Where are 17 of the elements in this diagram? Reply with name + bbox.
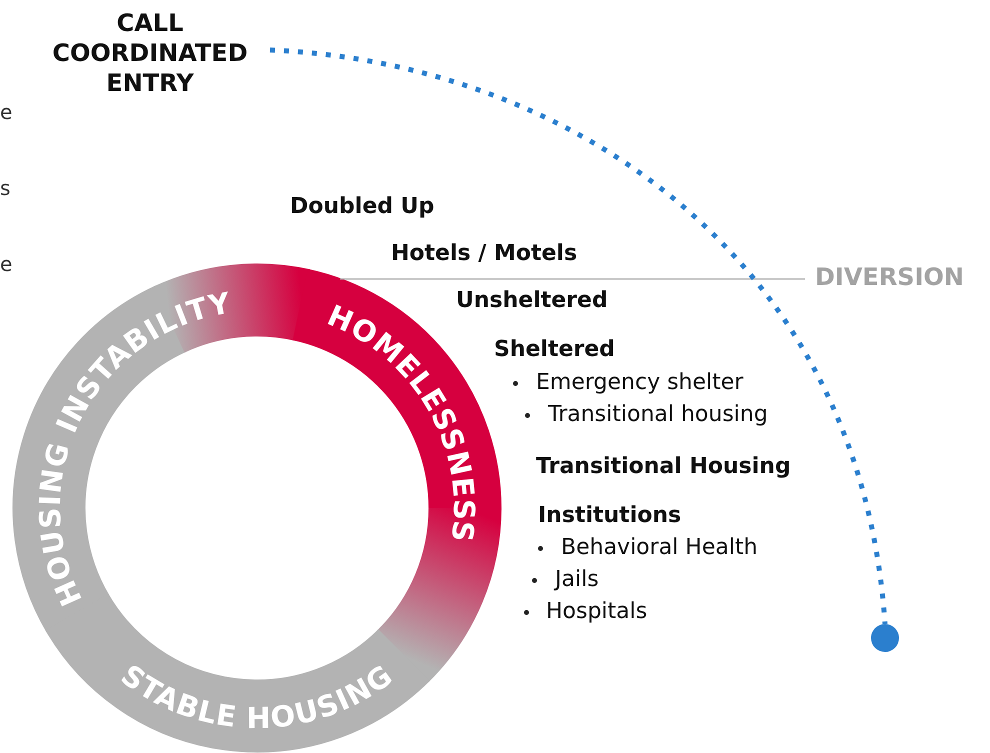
category-label: Transitional Housing <box>536 453 791 481</box>
list-item: Jails <box>555 566 599 594</box>
category-label: Sheltered <box>494 336 615 364</box>
text-fragment: e <box>0 99 12 126</box>
list-item: Hospitals <box>546 598 648 626</box>
diversion-label: DIVERSION <box>815 263 964 291</box>
category-label: Institutions <box>538 502 682 530</box>
text-fragment: e <box>0 251 12 278</box>
list-item: Behavioral Health <box>561 534 758 562</box>
category-label: Hotels / Motels <box>391 240 578 268</box>
entry-label: CALL COORDINATED ENTRY <box>30 8 270 98</box>
category-label: Doubled Up <box>290 193 434 221</box>
endpoint-dot <box>871 624 899 652</box>
list-item: Transitional housing <box>548 401 768 429</box>
text-fragment: s <box>0 175 10 202</box>
list-item: Emergency shelter <box>536 369 744 397</box>
dotted-connector <box>270 48 888 624</box>
